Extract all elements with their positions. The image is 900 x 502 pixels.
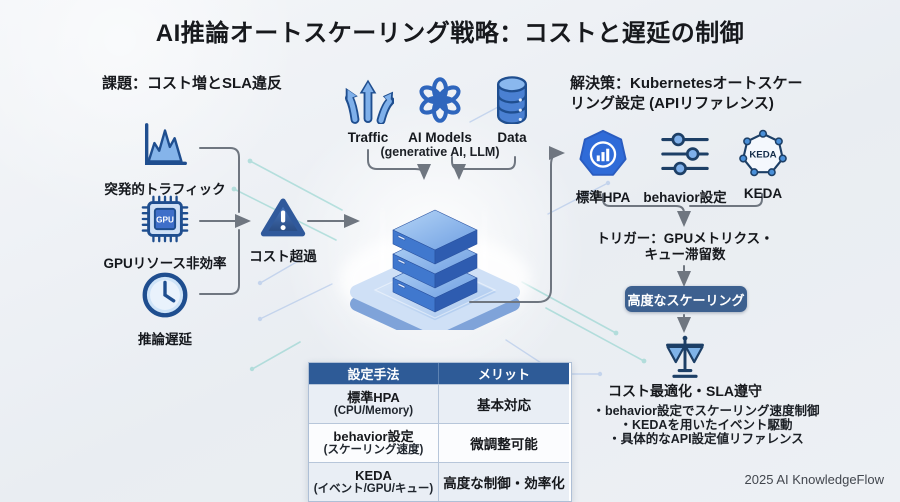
traffic-label: Traffic xyxy=(347,130,389,145)
keda-logo-icon: KEDA xyxy=(736,128,790,185)
warning-triangle-icon xyxy=(259,195,307,244)
table-header-row: 設定手法 メリット xyxy=(309,363,571,384)
page-title: AI推論オートスケーリング戦略：コストと遅延の制御 xyxy=(155,20,745,47)
trigger-line1: トリガー：GPUメトリクス・ xyxy=(596,231,774,246)
method-keda: KEDA KEDA xyxy=(728,128,798,201)
sliders-icon xyxy=(658,128,712,185)
method-sub: (CPU/Memory) xyxy=(333,405,414,417)
ai-models-knot-icon xyxy=(416,76,464,129)
method-sub: (スケーリング速度) xyxy=(323,444,424,456)
clock-icon xyxy=(138,268,192,327)
method-hpa: 標準HPA xyxy=(570,128,636,206)
server-stack-illustration xyxy=(339,208,531,330)
merit-value: 微調整可能 xyxy=(470,437,538,452)
method-name: 標準HPA xyxy=(347,390,400,405)
problem-item-traffic-spike: 突発的トラフィック xyxy=(100,118,230,198)
method-sub: (イベント/GPU/キュー) xyxy=(313,483,434,495)
method-name: KEDA xyxy=(355,468,392,483)
bullet-item: ・KEDAを用いたイベント駆動 xyxy=(619,418,793,432)
method-behavior-label: behavior設定 xyxy=(643,190,727,205)
solution-heading: 解決策：Kubernetesオートスケー リング設定 (APIリファレンス) xyxy=(570,74,890,114)
problem-item-latency: 推論遅延 xyxy=(100,268,230,348)
solution-heading-line1: 解決策：Kubernetesオートスケー xyxy=(570,75,803,92)
data-label: Data xyxy=(497,130,527,145)
table-row-keda: KEDA (イベント/GPU/キュー) 高度な制御・効率化 xyxy=(309,462,571,501)
kubernetes-hpa-icon xyxy=(576,128,630,185)
merit-cell: 高度な制御・効率化 xyxy=(439,462,569,501)
trigger-text: トリガー：GPUメトリクス・ キュー滞留数 xyxy=(575,231,795,263)
ai-models-label: AI Models xyxy=(408,130,472,145)
bullet-item: ・具体的なAPI設定値リファレンス xyxy=(608,432,804,446)
comparison-table: 設定手法 メリット 標準HPA (CPU/Memory) 基本対応 behavi… xyxy=(308,362,572,502)
problem-heading: 課題：コスト増とSLA違反 xyxy=(102,75,283,92)
traffic-spike-chart-icon xyxy=(138,118,192,177)
merit-cell: 微調整可能 xyxy=(439,423,569,462)
method-cell: KEDA (イベント/GPU/キュー) xyxy=(309,462,439,501)
method-keda-label: KEDA xyxy=(743,186,783,201)
advanced-scaling-badge: 高度なスケーリング xyxy=(625,286,747,312)
gpu-chip-text: GPU xyxy=(156,215,174,224)
input-traffic: Traffic xyxy=(335,76,401,145)
problem-item-label: 推論遅延 xyxy=(138,332,192,347)
bullet-item: ・behavior設定でスケーリング速度制御 xyxy=(592,404,820,418)
merit-value: 基本対応 xyxy=(477,398,531,413)
outcome-label: コスト最適化・SLA遵守 xyxy=(608,383,762,399)
scales-icon xyxy=(661,334,709,385)
merit-cell: 基本対応 xyxy=(439,384,569,423)
solution-bullets: ・behavior設定でスケーリング速度制御 ・KEDAを用いたイベント駆動 ・… xyxy=(575,404,837,446)
method-name: behavior設定 xyxy=(333,429,414,444)
solution-heading-line2: リング設定 (APIリファレンス) xyxy=(570,95,774,112)
ai-models-sublabel: (generative AI, LLM) xyxy=(380,145,500,159)
cost-overrun-node: コスト超過 xyxy=(241,195,325,265)
table-header-method: 設定手法 xyxy=(309,363,439,384)
method-cell: 標準HPA (CPU/Memory) xyxy=(309,384,439,423)
problem-item-label: 突発的トラフィック xyxy=(104,182,226,197)
method-cell: behavior設定 (スケーリング速度) xyxy=(309,423,439,462)
database-icon xyxy=(493,76,531,129)
method-behavior: behavior設定 xyxy=(643,128,727,206)
input-ai-models: AI Models (generative AI, LLM) xyxy=(360,76,520,159)
cost-overrun-label: コスト超過 xyxy=(249,249,317,264)
footer-credit: 2025 AI KnowledgeFlow xyxy=(744,472,884,487)
merit-value: 高度な制御・効率化 xyxy=(443,476,565,491)
problem-item-gpu: GPU GPUリソース非効率 xyxy=(100,192,230,272)
table-header-merit: メリット xyxy=(439,363,569,384)
balance-node xyxy=(650,334,720,385)
problem-item-label: GPUリソース非効率 xyxy=(103,256,227,271)
input-data: Data xyxy=(482,76,542,145)
keda-logo-text: KEDA xyxy=(749,149,776,160)
table-row-hpa: 標準HPA (CPU/Memory) 基本対応 xyxy=(309,384,571,423)
traffic-arrows-icon xyxy=(342,76,395,129)
gpu-chip-icon: GPU xyxy=(138,192,192,251)
trigger-line2: キュー滞留数 xyxy=(644,247,726,262)
table-row-behavior: behavior設定 (スケーリング速度) 微調整可能 xyxy=(309,423,571,462)
method-hpa-label: 標準HPA xyxy=(575,190,631,205)
